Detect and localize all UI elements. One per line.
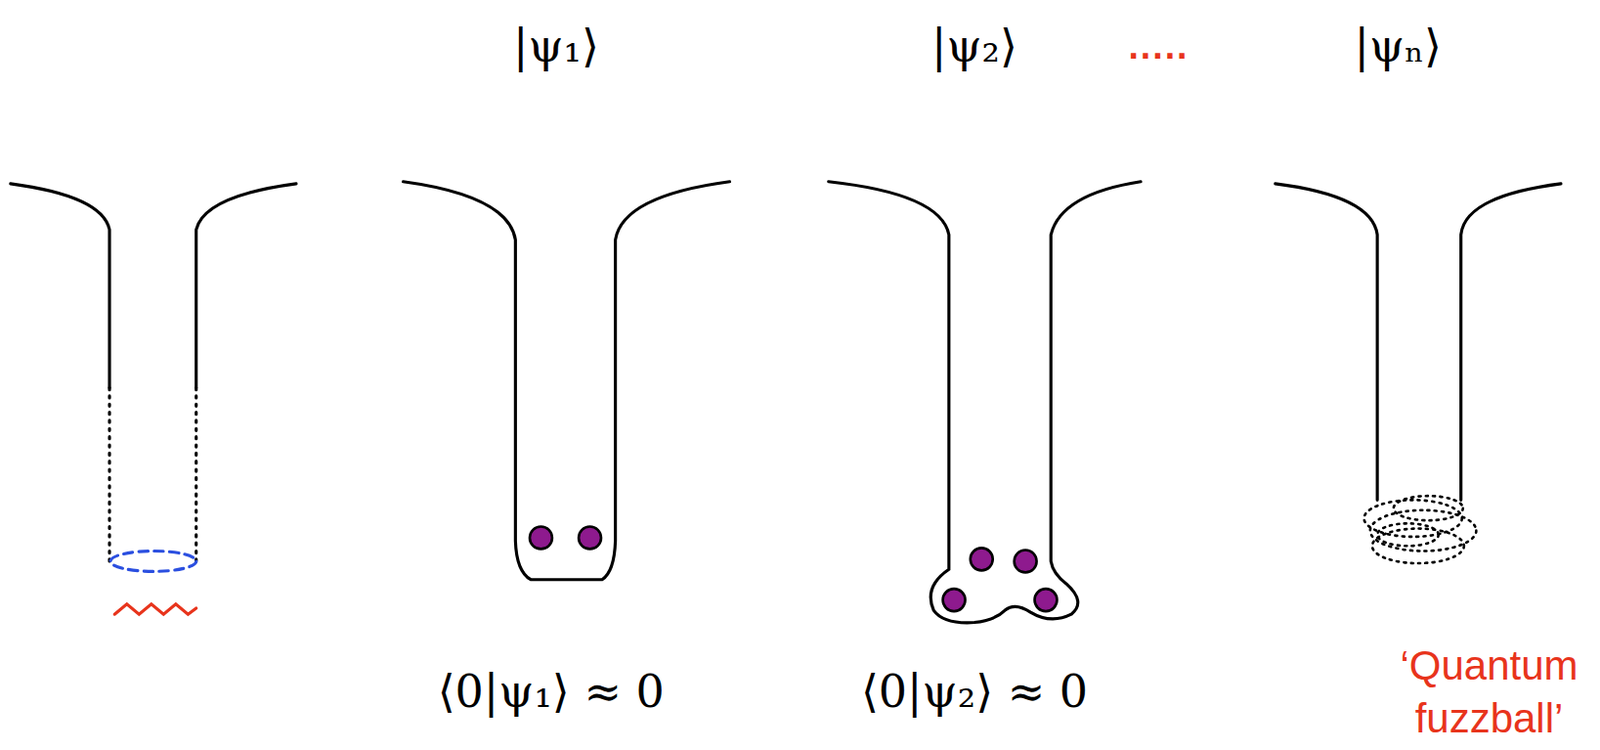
dotted-wall — [109, 388, 197, 562]
state-ket: |ψ₂⟩ — [931, 20, 1018, 73]
throat-wall — [196, 183, 297, 389]
capped-throat — [828, 181, 1141, 623]
state-ket: |ψₙ⟩ — [1354, 20, 1442, 73]
capped-throat — [403, 181, 731, 580]
overlap-formula: ⟨0|ψ₂⟩ ≈ 0 — [861, 665, 1088, 718]
singularity-zigzag — [114, 604, 196, 614]
fuzz-rings — [1364, 495, 1477, 563]
fuzzball-caption: ‘Quantum fuzzball’ — [1383, 639, 1595, 746]
throat-wall — [1461, 183, 1561, 500]
overlap-formula: ⟨0|ψ₁⟩ ≈ 0 — [437, 665, 665, 718]
horizon-ellipse — [110, 551, 197, 572]
state-ket: |ψ₁⟩ — [513, 20, 600, 73]
brane-dots — [529, 525, 1058, 611]
ellipsis: ..... — [1127, 32, 1189, 67]
throat-wall — [1275, 183, 1378, 500]
throat-wall — [10, 183, 110, 389]
